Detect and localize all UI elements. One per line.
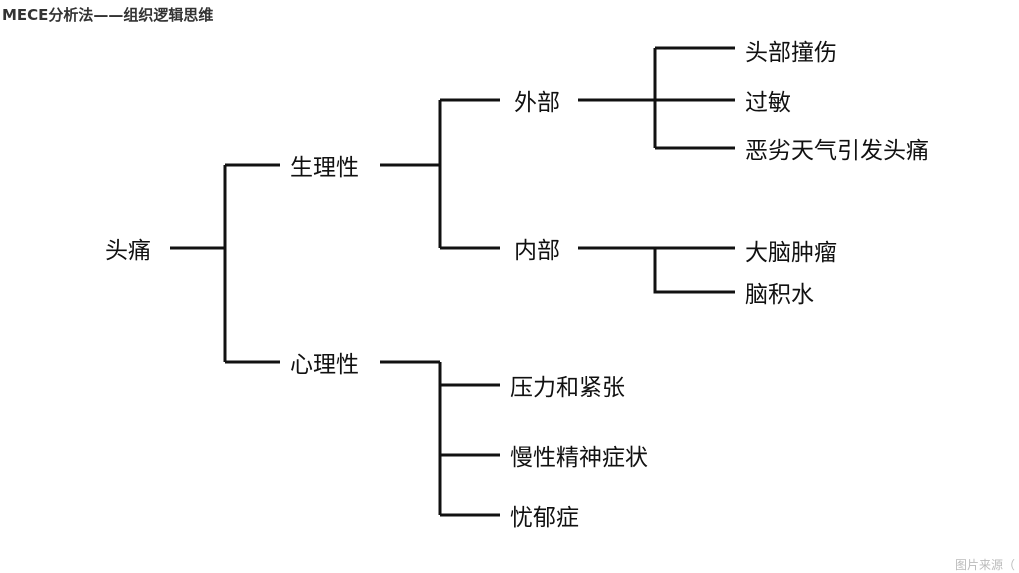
connector-psychological [380,360,500,517]
node-internal: 内部 [514,238,560,264]
connector-external [578,46,735,150]
node-psychological: 心理性 [290,352,359,378]
node-external: 外部 [514,90,560,116]
leaf-depression: 忧郁症 [510,505,579,531]
node-root: 头痛 [105,238,151,264]
leaf-bad-weather: 恶劣天气引发头痛 [745,138,929,164]
leaf-hydrocephalus: 脑积水 [745,282,814,308]
leaf-head-injury: 头部撞伤 [745,40,837,66]
node-physiological: 生理性 [290,155,359,181]
image-source-caption: 图片来源（ [955,558,1016,572]
connector-root [170,163,280,364]
connector-physiological [380,98,500,250]
leaf-brain-tumor: 大脑肿瘤 [745,240,837,266]
connector-internal [578,246,735,294]
leaf-chronic-mental: 慢性精神症状 [510,445,648,471]
leaf-allergy: 过敏 [745,90,791,116]
page-title: MECE分析法——组织逻辑思维 [2,6,214,24]
leaf-stress: 压力和紧张 [510,375,625,401]
